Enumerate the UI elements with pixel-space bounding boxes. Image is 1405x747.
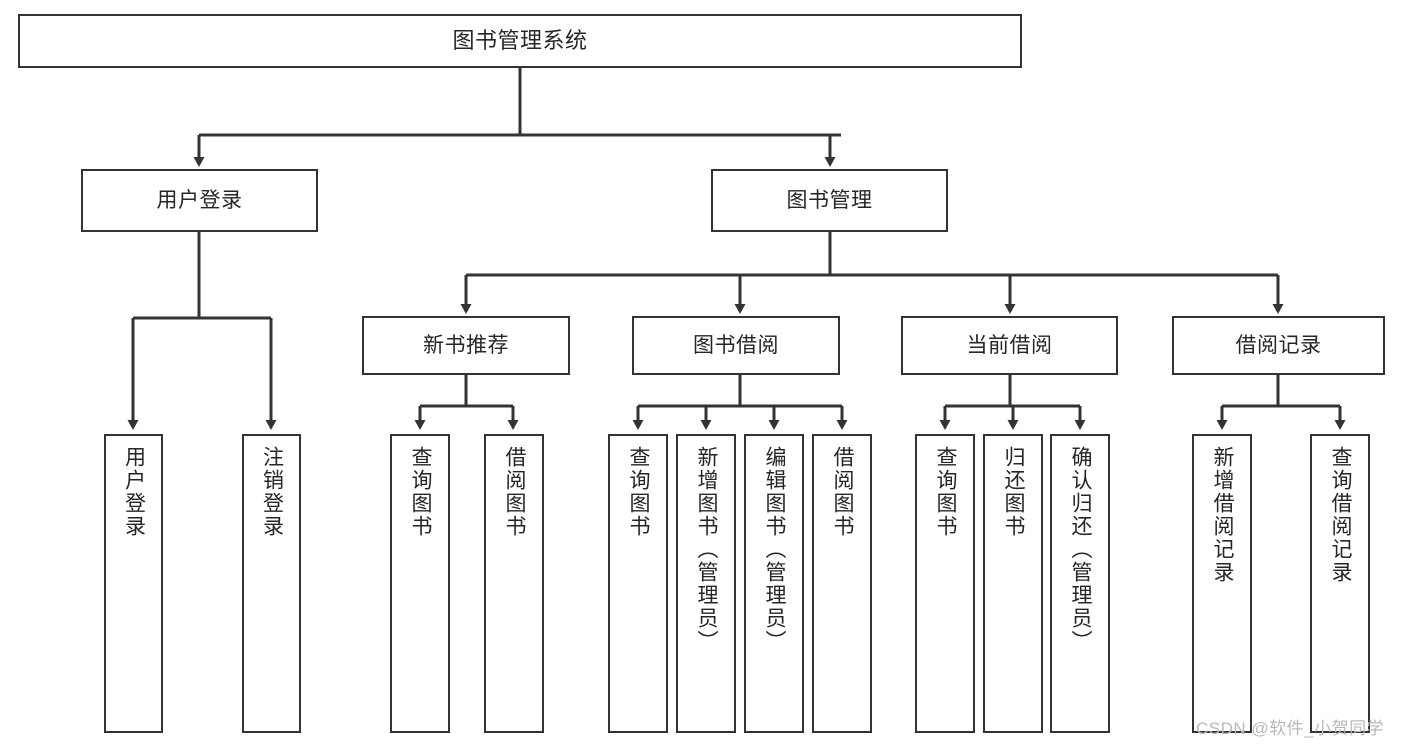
leaf-label: 查询图书 <box>627 446 651 538</box>
node-borrow-record[interactable]: 借阅记录 <box>1172 316 1385 375</box>
node-book-borrow-label: 图书借阅 <box>693 333 779 357</box>
leaf-label: 注销登录 <box>260 446 284 538</box>
node-root-label: 图书管理系统 <box>452 27 588 53</box>
leaf-label: 查询借阅记录 <box>1329 446 1353 584</box>
leaf-current-borrow-query[interactable]: 查询图书 <box>915 434 975 733</box>
node-book-manage[interactable]: 图书管理 <box>711 169 948 232</box>
leaf-label: 归还图书 <box>1002 446 1026 538</box>
leaf-label: 新增借阅记录 <box>1211 446 1235 584</box>
node-root[interactable]: 图书管理系统 <box>18 14 1022 68</box>
csdn-watermark: CSDN @软件_小贺同学 <box>1196 719 1385 738</box>
node-borrow-record-label: 借阅记录 <box>1235 333 1322 357</box>
leaf-book-borrow-query[interactable]: 查询图书 <box>608 434 668 733</box>
leaf-book-borrow-add[interactable]: 新增图书（管理员） <box>676 434 736 733</box>
leaf-label: 借阅图书 <box>831 446 855 538</box>
leaf-new-book-borrow[interactable]: 借阅图书 <box>484 434 544 733</box>
node-current-borrow-label: 当前借阅 <box>966 333 1053 357</box>
leaf-new-book-query[interactable]: 查询图书 <box>390 434 450 733</box>
leaf-book-borrow-borrow[interactable]: 借阅图书 <box>812 434 872 733</box>
leaf-label: 用户登录 <box>122 446 146 538</box>
leaf-label: 确认归还（管理员） <box>1069 446 1093 653</box>
node-new-book-recommend-label: 新书推荐 <box>423 333 509 357</box>
node-book-borrow[interactable]: 图书借阅 <box>632 316 840 375</box>
node-user-login-label: 用户登录 <box>156 188 243 212</box>
leaf-label: 借阅图书 <box>503 446 527 538</box>
leaf-book-borrow-edit[interactable]: 编辑图书（管理员） <box>744 434 804 733</box>
node-user-login[interactable]: 用户登录 <box>81 169 318 232</box>
node-book-manage-label: 图书管理 <box>786 188 873 212</box>
leaf-user-login-logout[interactable]: 注销登录 <box>242 434 301 733</box>
node-current-borrow[interactable]: 当前借阅 <box>901 316 1118 375</box>
leaf-label: 查询图书 <box>409 446 433 538</box>
leaf-label: 新增图书（管理员） <box>695 446 719 653</box>
leaf-current-borrow-confirm[interactable]: 确认归还（管理员） <box>1050 434 1110 733</box>
leaf-label: 编辑图书（管理员） <box>763 446 787 653</box>
leaf-label: 查询图书 <box>934 446 958 538</box>
node-new-book-recommend[interactable]: 新书推荐 <box>362 316 570 375</box>
leaf-user-login-login[interactable]: 用户登录 <box>104 434 163 733</box>
leaf-borrow-record-query[interactable]: 查询借阅记录 <box>1310 434 1370 733</box>
leaf-borrow-record-add[interactable]: 新增借阅记录 <box>1192 434 1252 733</box>
leaf-current-borrow-return[interactable]: 归还图书 <box>983 434 1043 733</box>
